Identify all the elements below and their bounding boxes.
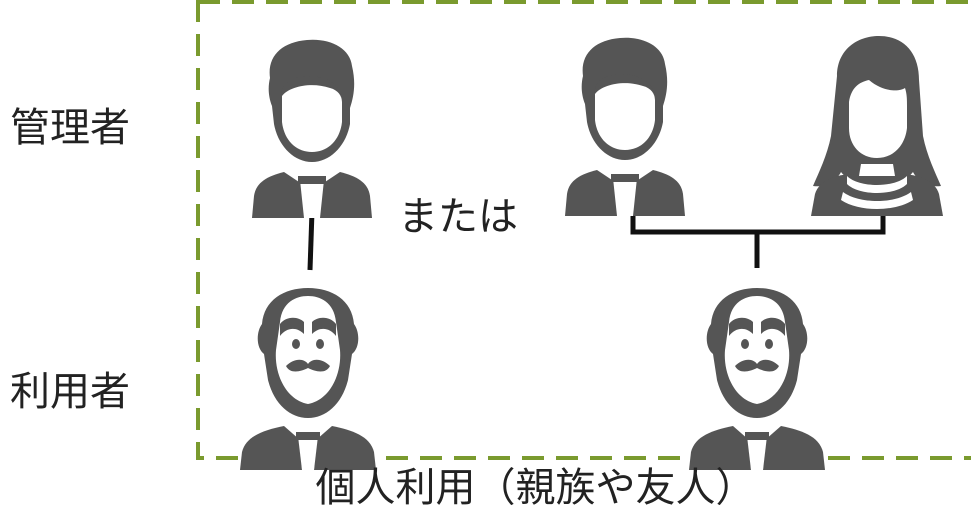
admin-label: 管理者: [10, 105, 130, 151]
or-text: または: [398, 194, 518, 240]
man-icon: [565, 37, 685, 216]
man-icon: [252, 39, 372, 218]
elderly-man-icon: [689, 288, 825, 470]
user-label: 利用者: [10, 369, 130, 415]
caption: 個人利用（親族や友人）: [315, 465, 756, 511]
elderly-man-icon: [240, 288, 376, 470]
woman-icon: [811, 36, 943, 216]
